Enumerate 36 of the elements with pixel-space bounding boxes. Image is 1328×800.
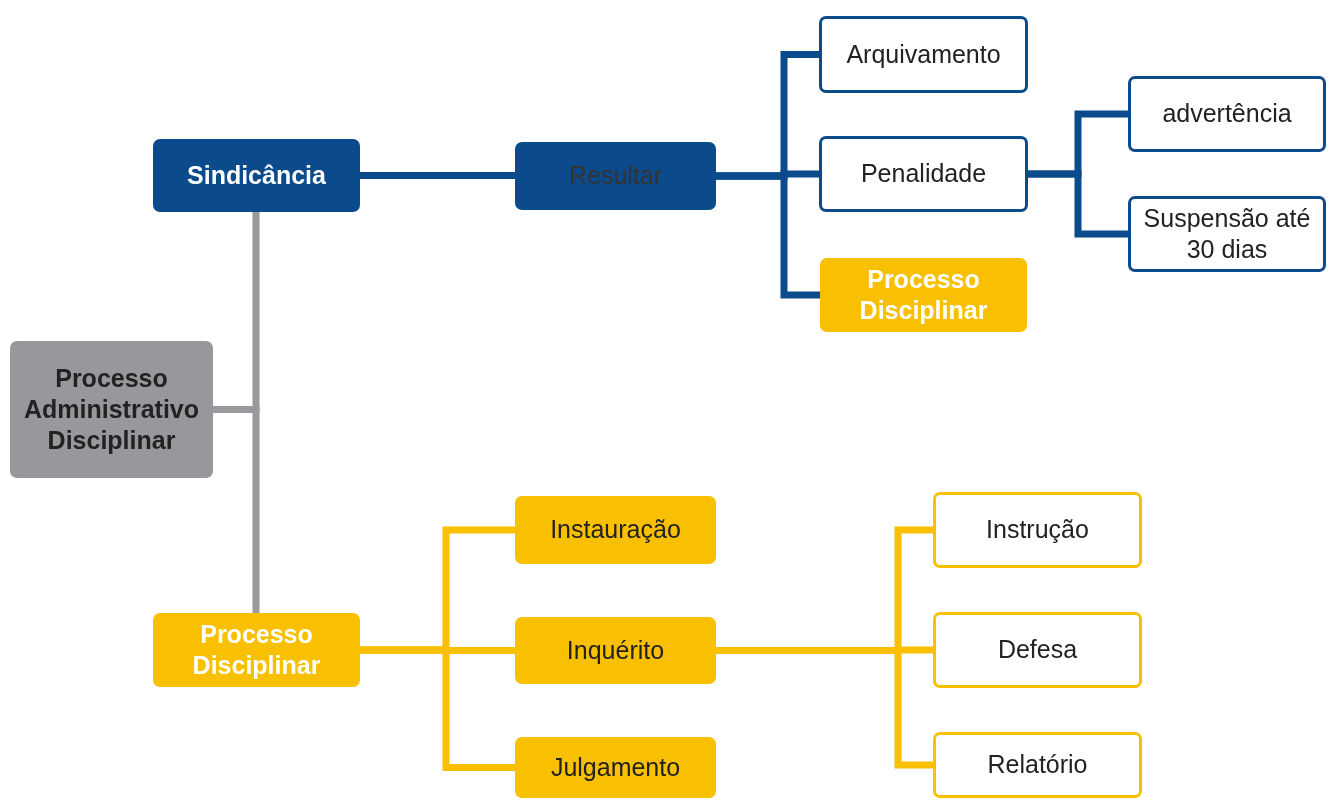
category-box xyxy=(153,613,360,687)
category-box xyxy=(820,258,1027,332)
node-label: Arquivamento xyxy=(845,38,1002,70)
node-label: Resultar xyxy=(567,160,664,192)
step-box xyxy=(933,612,1142,688)
outcome-box xyxy=(1128,76,1326,152)
step-box xyxy=(933,492,1142,568)
node-label: Instauração xyxy=(549,514,682,546)
step-box xyxy=(933,732,1142,798)
process-box xyxy=(515,142,716,210)
node-label: Processo Disciplinar xyxy=(191,618,322,681)
node-label: Inquérito xyxy=(565,634,666,666)
category-box xyxy=(153,139,360,212)
node-label: Processo Disciplinar xyxy=(858,263,989,326)
stage-box xyxy=(515,496,716,564)
connector-line xyxy=(360,646,515,771)
node-label: Relatório xyxy=(986,749,1089,781)
node-label: Instrução xyxy=(985,514,1090,546)
connector-line xyxy=(716,647,933,769)
connector-line xyxy=(360,172,515,179)
node-label: Sindicância xyxy=(186,159,327,191)
root-box xyxy=(10,341,213,478)
connector-line xyxy=(213,406,260,613)
stage-box xyxy=(515,737,716,798)
outcome-box xyxy=(1128,196,1326,272)
node-label: Julgamento xyxy=(549,751,682,783)
node-label: Penalidade xyxy=(859,158,988,190)
stage-box xyxy=(515,617,716,684)
outcome-box xyxy=(819,136,1028,212)
node-label: Defesa xyxy=(996,634,1079,666)
outcome-box xyxy=(819,16,1028,93)
connector-line xyxy=(716,172,820,299)
connector-line xyxy=(1028,170,1128,238)
node-label: Suspensão até 30 dias xyxy=(1142,202,1312,265)
node-label: advertência xyxy=(1161,98,1293,130)
node-label: Processo Administrativo Disciplinar xyxy=(23,362,200,457)
